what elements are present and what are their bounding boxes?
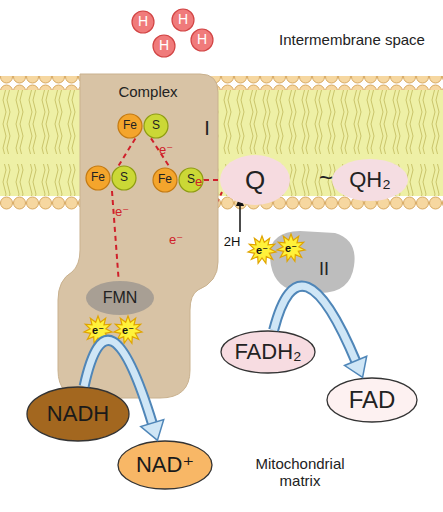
- transfer-arrow: [84, 340, 164, 440]
- proton-disc: [191, 29, 213, 51]
- node-label: NADH: [47, 402, 109, 426]
- electron-star: e⁻: [277, 234, 305, 262]
- ellipse-outline: [118, 441, 212, 489]
- electron-symbol: e⁻: [256, 244, 268, 256]
- dashed-line: [119, 138, 136, 165]
- sulfur-symbol: S: [187, 173, 195, 186]
- proton-circle: H: [190, 28, 214, 52]
- proton-disc: [172, 9, 194, 31]
- arrow-outline: [84, 340, 153, 425]
- lipid-heads-top: [0, 76, 443, 90]
- iron-symbol: Fe: [123, 119, 137, 132]
- starburst: [114, 316, 142, 343]
- starburst: [84, 316, 112, 343]
- node-label: FAD: [349, 387, 396, 413]
- iron-sulfur-cluster: Fe S: [152, 167, 204, 193]
- iron-symbol: Fe: [91, 171, 105, 184]
- complex-one: ComplexIFeSFeSFeSFMNe⁻e⁻: [58, 74, 218, 398]
- nad-ellipse: NAD⁺: [117, 440, 213, 490]
- sulfur-atom: [112, 166, 136, 190]
- node-label: H: [178, 12, 188, 27]
- ellipse-outline: [221, 331, 315, 373]
- sulfur-symbol: S: [152, 119, 160, 132]
- region-label: Intermembrane space: [279, 32, 425, 49]
- sulfur-atom: [179, 168, 203, 192]
- proton-circle: H: [152, 34, 176, 58]
- electron-path: [204, 180, 219, 181]
- node-label: H: [138, 14, 148, 29]
- arrow-head: [345, 356, 367, 377]
- iron-sulfur-cluster: Fe S: [85, 165, 137, 191]
- transfer-arrow: [274, 286, 367, 377]
- complex-two-body: [270, 231, 355, 293]
- iron-atom: [86, 166, 110, 190]
- complex-title: Complex: [118, 84, 177, 101]
- proton-arrow: [239, 204, 241, 232]
- ellipse-outline: [220, 155, 290, 205]
- ellipse-outline: [332, 159, 408, 201]
- proton-disc: [153, 35, 175, 57]
- node-label: H: [159, 38, 169, 53]
- electron-path: [112, 191, 119, 280]
- arrow-fill: [274, 286, 357, 363]
- electron-star: e⁻: [114, 316, 142, 344]
- iron-atom: [153, 168, 177, 192]
- proton-label: 2H: [224, 235, 241, 249]
- electron-symbol: e⁻: [92, 324, 104, 336]
- electron-star: e⁻: [84, 316, 112, 344]
- nadh-ellipse: NADH: [26, 386, 130, 442]
- ellipse-outline: [27, 387, 129, 441]
- ellipse-outline: [327, 378, 417, 422]
- iron-symbol: Fe: [158, 173, 172, 186]
- sulfur-atom: [144, 114, 168, 138]
- region-label: Mitochondrial matrix: [250, 456, 350, 489]
- electron-path: [151, 138, 170, 167]
- ubiquinone-ellipse: Q: [219, 154, 291, 206]
- fadh2-ellipse: FADH₂: [220, 330, 316, 374]
- electron-star: e⁻: [248, 236, 276, 264]
- arrow-outline: [274, 286, 357, 363]
- electron-symbol: e⁻: [285, 242, 297, 254]
- electron-symbol: e⁻: [122, 324, 134, 336]
- iron-atom: [118, 114, 142, 138]
- dashed-line: [112, 191, 119, 280]
- complex-body: [58, 74, 218, 398]
- node-label: QH₂: [349, 168, 391, 192]
- proton-circle: H: [171, 8, 195, 32]
- arrow-fill: [84, 340, 153, 425]
- complex-numeral: I: [204, 117, 210, 139]
- proton-circle: H: [131, 10, 155, 34]
- node-label: Q: [245, 166, 265, 195]
- node-label: FMN: [103, 289, 138, 307]
- sulfur-symbol: S: [120, 171, 128, 184]
- iron-sulfur-cluster: Fe S: [117, 113, 169, 139]
- arrow-head: [141, 420, 164, 441]
- ubiquinol-ellipse: QH₂: [331, 158, 409, 202]
- node-label: FADH₂: [234, 340, 301, 364]
- node-label: H: [197, 32, 207, 47]
- node-label: NAD⁺: [136, 453, 194, 477]
- dashed-line: [151, 138, 170, 167]
- node-outline: [265, 230, 357, 294]
- starburst: [277, 234, 305, 261]
- node-label: II: [319, 260, 329, 280]
- equilibrium-tilde: ~: [319, 165, 333, 191]
- dashed-line: [204, 179, 219, 181]
- fad-ellipse: FAD: [326, 377, 418, 423]
- electron-path: [119, 138, 136, 165]
- complex-two: II: [265, 230, 357, 294]
- proton-disc: [132, 11, 154, 33]
- fmn-ellipse: FMN: [85, 280, 155, 316]
- starburst: [248, 236, 276, 263]
- ellipse-outline: [86, 281, 154, 315]
